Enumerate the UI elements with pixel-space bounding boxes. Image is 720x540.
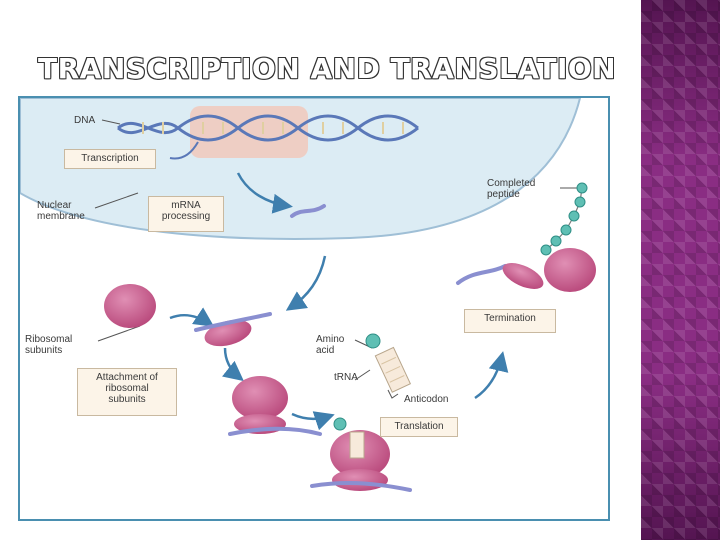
released-large-subunit [544, 248, 596, 292]
arrow-subunits [169, 307, 215, 327]
step-termination: Termination [464, 309, 556, 333]
amino-acid [365, 333, 381, 349]
mrna-strand-1 [194, 312, 272, 332]
mrna-strand-3 [310, 481, 412, 492]
arrow-elongation [291, 411, 335, 431]
label-dna: DNA [74, 115, 96, 126]
released-mrna [456, 264, 507, 285]
label-ribosomal-subunits: Ribosomal subunits [25, 334, 73, 356]
step-translation: Translation [380, 417, 458, 437]
trna-molecule [374, 346, 412, 393]
released-small-subunit [502, 263, 544, 289]
nascent-rna [169, 141, 199, 160]
decorative-side-panel [641, 0, 720, 540]
label-anticodon: Anticodon [404, 394, 449, 405]
diagram-figure: DNA Nuclear membrane Ribosomal subunits … [18, 96, 610, 521]
dna-helix [117, 114, 419, 142]
arrow-termination [474, 351, 509, 400]
amino-acid-in-ribosome [333, 417, 347, 431]
arrow-attachment [222, 347, 244, 382]
mrna-strand-2 [228, 426, 322, 436]
mrna-in-nucleus [290, 204, 326, 218]
arrow-transcription [236, 172, 293, 214]
label-completed-peptide: Completed peptide [487, 178, 536, 200]
label-trna: tRNA [334, 372, 358, 383]
label-nuclear-membrane: Nuclear membrane [37, 200, 85, 222]
step-attachment: Attachment of ribosomal subunits [77, 368, 177, 416]
arrow-export [285, 255, 327, 311]
step-transcription: Transcription [64, 149, 156, 169]
step-mrna-processing: mRNA processing [148, 196, 224, 232]
slide-title: TRANSCRIPTION AND TRANSLATION [38, 52, 617, 85]
ribosome-large-subunit [104, 284, 156, 328]
trna-in-ribosome [349, 431, 365, 459]
label-amino-acid: Amino acid [316, 334, 345, 356]
translating-ribosome-bottom [332, 469, 388, 491]
assembled-ribosome-top [232, 376, 288, 420]
